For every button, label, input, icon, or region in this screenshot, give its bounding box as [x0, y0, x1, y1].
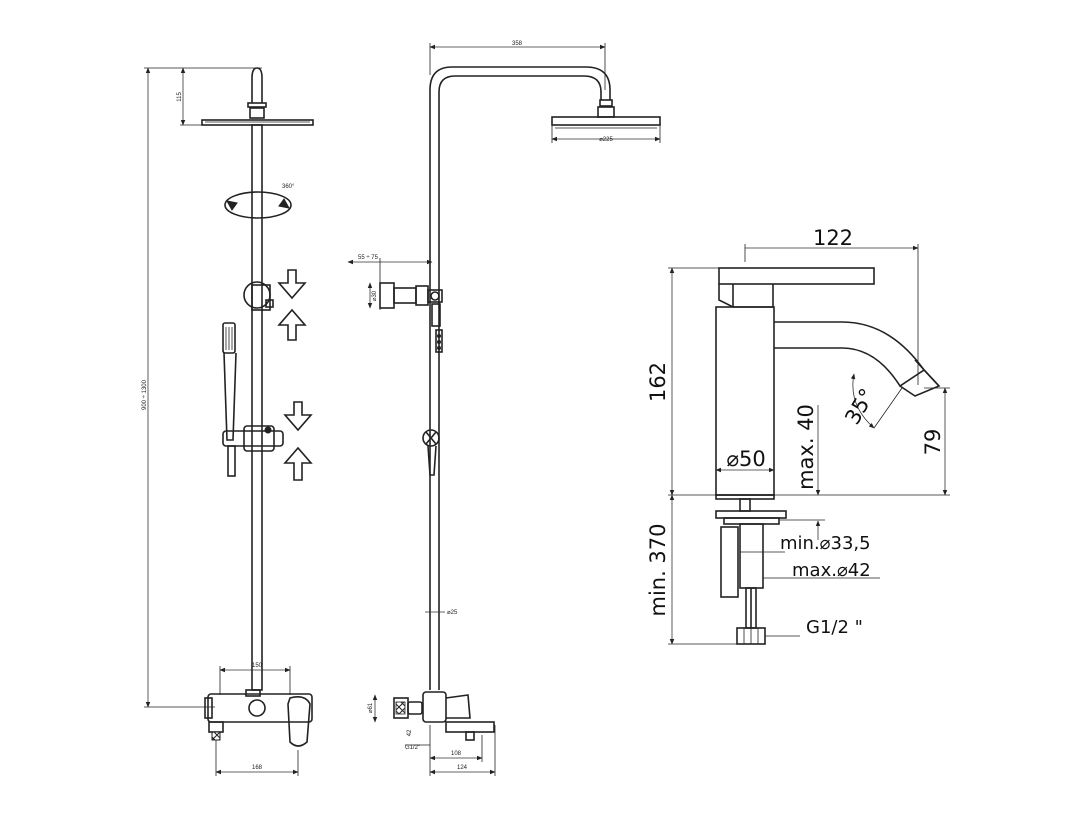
shower-column-front: [251, 124, 263, 691]
bath-mixer-body-side: [422, 691, 447, 723]
max-hole-label: max.⌀42: [792, 560, 871, 581]
min-hole-label: min.⌀33,5: [780, 533, 871, 554]
support-offset-label: 55 ÷ 75: [358, 255, 379, 261]
rotation-icon: 360°: [224, 184, 295, 219]
hand-shower-holder: [222, 430, 284, 447]
max-thickness-label: max. 40: [794, 404, 818, 490]
mixer-lever-front: [287, 696, 311, 747]
hand-shower-handle: [223, 352, 237, 441]
hose-length-label: min. 370: [646, 523, 670, 616]
base-diameter-label: ⌀50: [726, 447, 765, 471]
thread-label: G1/2 ": [806, 617, 863, 638]
arrow-up-icon: [277, 308, 307, 341]
mixer-spout: [774, 321, 926, 388]
shower-head-side: [551, 116, 661, 126]
column-diameter-label: ⌀25: [447, 610, 458, 616]
mixer-lever: [718, 267, 875, 285]
head-arm-top: [251, 67, 263, 103]
angle-label: 35°: [840, 384, 879, 428]
wall-support-side: [379, 282, 395, 309]
arrow-down-icon: [277, 269, 307, 300]
shower-arm-inner: [438, 75, 602, 690]
reach-label: 122: [813, 226, 853, 250]
inlet-thread-label: G1/2": [405, 745, 420, 751]
shower-front-view: 900 ÷ 1300 115 360°: [142, 67, 314, 776]
head-diameter-label: ⌀225: [599, 137, 613, 143]
fixing-washer: [715, 510, 787, 519]
head-height-label: 115: [177, 92, 183, 102]
flexible-hose: [739, 523, 764, 589]
shower-arm-outer: [429, 66, 611, 690]
spout-depth-label: 108: [451, 751, 462, 757]
support-diameter-label: ⌀30: [372, 290, 378, 301]
hand-shower-head: [222, 322, 236, 354]
bath-spout-side: [445, 721, 495, 733]
spout-height-label: 79: [921, 429, 945, 456]
shower-side-view: 358 ⌀225 55 ÷ 75 ⌀30: [347, 41, 661, 776]
bath-mixer-body-front: [207, 693, 313, 723]
connector-length-label: 42: [407, 729, 413, 736]
mixer-cap: [718, 284, 774, 308]
rotation-label: 360°: [282, 184, 295, 190]
connector-diameter-label: ⌀61: [368, 702, 374, 713]
arrow-down-icon: [283, 401, 313, 432]
arrow-up-icon: [283, 446, 313, 481]
fixing-rod: [720, 526, 739, 598]
hand-holder-side: [422, 429, 440, 447]
arm-length-label: 358: [512, 41, 523, 47]
height-label: 162: [646, 362, 670, 402]
total-depth-label: 124: [457, 765, 468, 771]
basin-mixer-view: 122 162 35° 79 ⌀50 max. 40: [646, 226, 950, 645]
mixer-base-label: 168: [252, 765, 263, 771]
mixer-width-label: 150: [252, 663, 263, 669]
total-height-label: 900 ÷ 1300: [142, 379, 148, 410]
mixer-lever-side: [445, 694, 471, 719]
